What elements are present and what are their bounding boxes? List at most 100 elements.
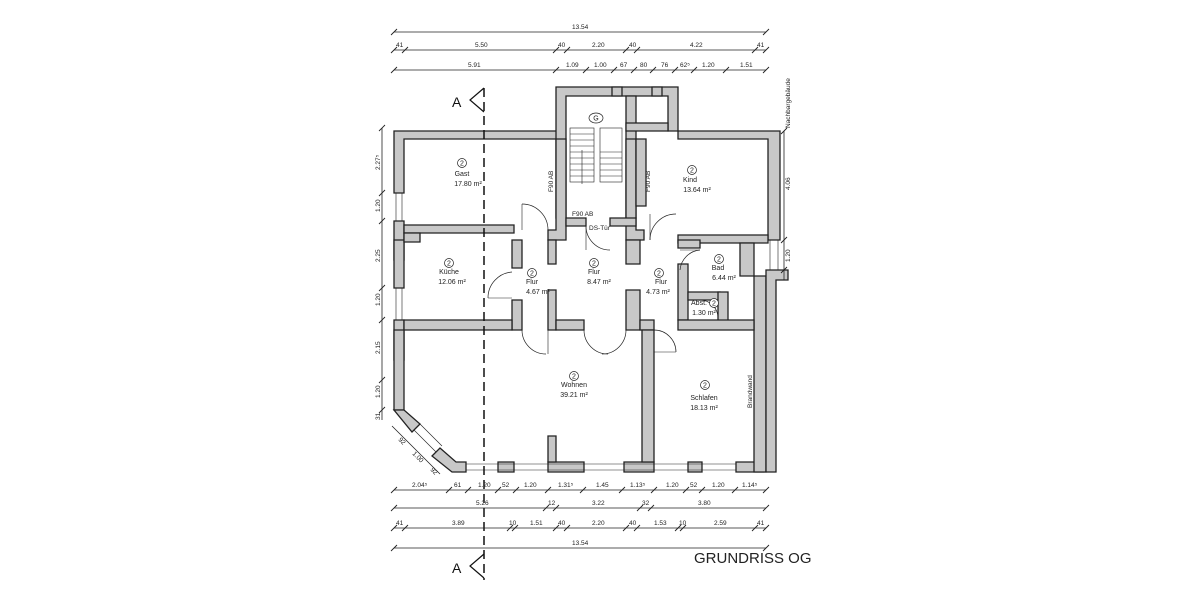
- dim-bottom-row1: 52: [502, 482, 510, 489]
- dim-bottom-row1: 1.31⁵: [558, 482, 574, 489]
- floor-badge: [569, 371, 579, 381]
- dim-top-row1: 41: [757, 42, 765, 49]
- dim-bottom-overall: 13.54: [572, 540, 589, 547]
- floor-badge: [527, 268, 537, 278]
- gast-bottom-wall: [403, 224, 515, 234]
- room-area: 17.80 m²: [454, 181, 482, 188]
- dim-tick: [542, 504, 550, 512]
- dim-tick: [622, 46, 630, 54]
- dim-tick: [401, 524, 409, 532]
- floor-badge: [687, 165, 697, 175]
- room-area: 4.73 m²: [646, 289, 670, 296]
- room-gast: 2 Gast 17.80 m²: [454, 158, 482, 188]
- windows: [395, 193, 779, 471]
- dim-bottom-row3: 40: [558, 520, 566, 527]
- flur-mid-right: [625, 239, 641, 265]
- room-name: Schlafen: [690, 395, 717, 402]
- dim-tick: [762, 66, 770, 74]
- room-name: Gast: [455, 171, 470, 178]
- bad-left-wall: [677, 263, 689, 321]
- room-area: 13.64 m²: [683, 187, 711, 194]
- stair-door-jamb-left: [611, 86, 623, 97]
- flur-lower-mid: [555, 319, 585, 331]
- door-swing-schlafen: [653, 329, 677, 353]
- label-f90-left: F90 AB: [548, 171, 555, 192]
- ds-door-wall: [565, 217, 587, 227]
- dim-bottom-row2: 32: [642, 500, 650, 507]
- door-swing-kueche: [487, 271, 513, 299]
- drawing-title: GRUNDRISS OG: [694, 550, 812, 567]
- dim-bottom-row3: 41: [757, 520, 765, 527]
- dim-tick: [751, 46, 759, 54]
- kueche-bottom-wall: [403, 319, 513, 331]
- dimensions-top: 13.54 41 5.50 40 2.20 40 4.22 41 5.91 1.…: [390, 24, 770, 74]
- flur-left-lower: [511, 299, 523, 331]
- annotations: F90 AB F90 AB F90 AB DS-Tür Brandwand: [548, 171, 754, 408]
- dim-left: 1.20: [375, 293, 382, 306]
- dim-tick: [563, 524, 571, 532]
- dim-top-row2: 62⁵: [680, 62, 690, 69]
- flur-lower-left: [547, 289, 557, 331]
- stair-badge: G: [588, 112, 604, 124]
- floor-badge-text: 2: [460, 161, 464, 168]
- dim-bottom-row3: 3.89: [452, 520, 465, 527]
- dim-tick: [544, 486, 552, 494]
- dim-top-row1: 5.50: [475, 42, 488, 49]
- dim-left-bay: 1.00: [411, 450, 425, 464]
- dim-tick: [731, 486, 739, 494]
- dim-bottom-row2: 3.80: [698, 500, 711, 507]
- room-area: 8.47 m²: [587, 279, 611, 286]
- dimensions-right: 4.06 1.20 Nachbargebäude: [780, 78, 792, 280]
- dim-bottom-row3: 10: [509, 520, 517, 527]
- dim-left: 1.20: [375, 199, 382, 212]
- dim-bottom-row1: 1.14⁵: [742, 482, 758, 489]
- floor-badge-text: 2: [703, 383, 707, 390]
- wohnen-pillar: [547, 435, 557, 463]
- floor-badge-text: 2: [657, 271, 661, 278]
- dim-tick: [494, 486, 502, 494]
- floor-badge: [709, 298, 719, 308]
- dim-top-row1: 41: [396, 42, 404, 49]
- dim-tick: [622, 524, 630, 532]
- dim-bottom-row1: 1.20: [666, 482, 679, 489]
- room-name: Abst.: [691, 300, 707, 307]
- dim-top-row2: 67: [620, 62, 628, 69]
- label-nachbargebaeude: Nachbargebäude: [785, 78, 792, 128]
- dim-bottom-row3: 40: [629, 520, 637, 527]
- dim-top-row1: 4.22: [690, 42, 703, 49]
- dim-tick: [762, 46, 770, 54]
- dim-tick: [390, 28, 398, 36]
- room-name: Flur: [588, 269, 601, 276]
- label-f90-right: F90 AB: [645, 171, 652, 192]
- label-f90-mid: F90 AB: [572, 211, 593, 218]
- dim-bottom-row1: 1.20: [524, 482, 537, 489]
- dim-bottom-row2: 5.26: [476, 500, 489, 507]
- dimensions-bottom: 2.04⁵ 61 1.20 52 1.20 1.31⁵ 1.45 1.13⁵ 1…: [390, 482, 770, 552]
- outer-wall-bottom-3: [623, 461, 655, 473]
- dim-bottom-row3: 1.51: [530, 520, 543, 527]
- floor-badge-text: 2: [572, 374, 576, 381]
- section-label-bottom: A: [452, 560, 462, 576]
- dim-tick: [698, 486, 706, 494]
- dim-bottom-row1: 1.20: [478, 482, 491, 489]
- dim-bottom-row1: 2.04⁵: [412, 482, 428, 489]
- floor-badge: [444, 258, 454, 268]
- floor-badge: [714, 254, 724, 264]
- dim-top-row2: 80: [640, 62, 648, 69]
- room-kueche: 2 Küche 12.06 m²: [438, 258, 466, 286]
- dim-tick: [378, 124, 386, 132]
- section-marker-bottom: A: [452, 553, 485, 579]
- door-swing-wohnen-2: [601, 329, 627, 355]
- dim-tick: [390, 486, 398, 494]
- dim-top-row1: 2.20: [592, 42, 605, 49]
- dim-tick: [445, 486, 453, 494]
- room-name: Wohnen: [561, 382, 587, 389]
- dim-tick: [649, 66, 657, 74]
- dim-bottom-row3: 2.59: [714, 520, 727, 527]
- dim-tick: [401, 46, 409, 54]
- room-bad: 2 Bad 6.44 m²: [712, 254, 737, 282]
- brandwand-wall: [753, 275, 767, 473]
- stair-badge-shape: [588, 112, 604, 124]
- dim-tick: [674, 524, 682, 532]
